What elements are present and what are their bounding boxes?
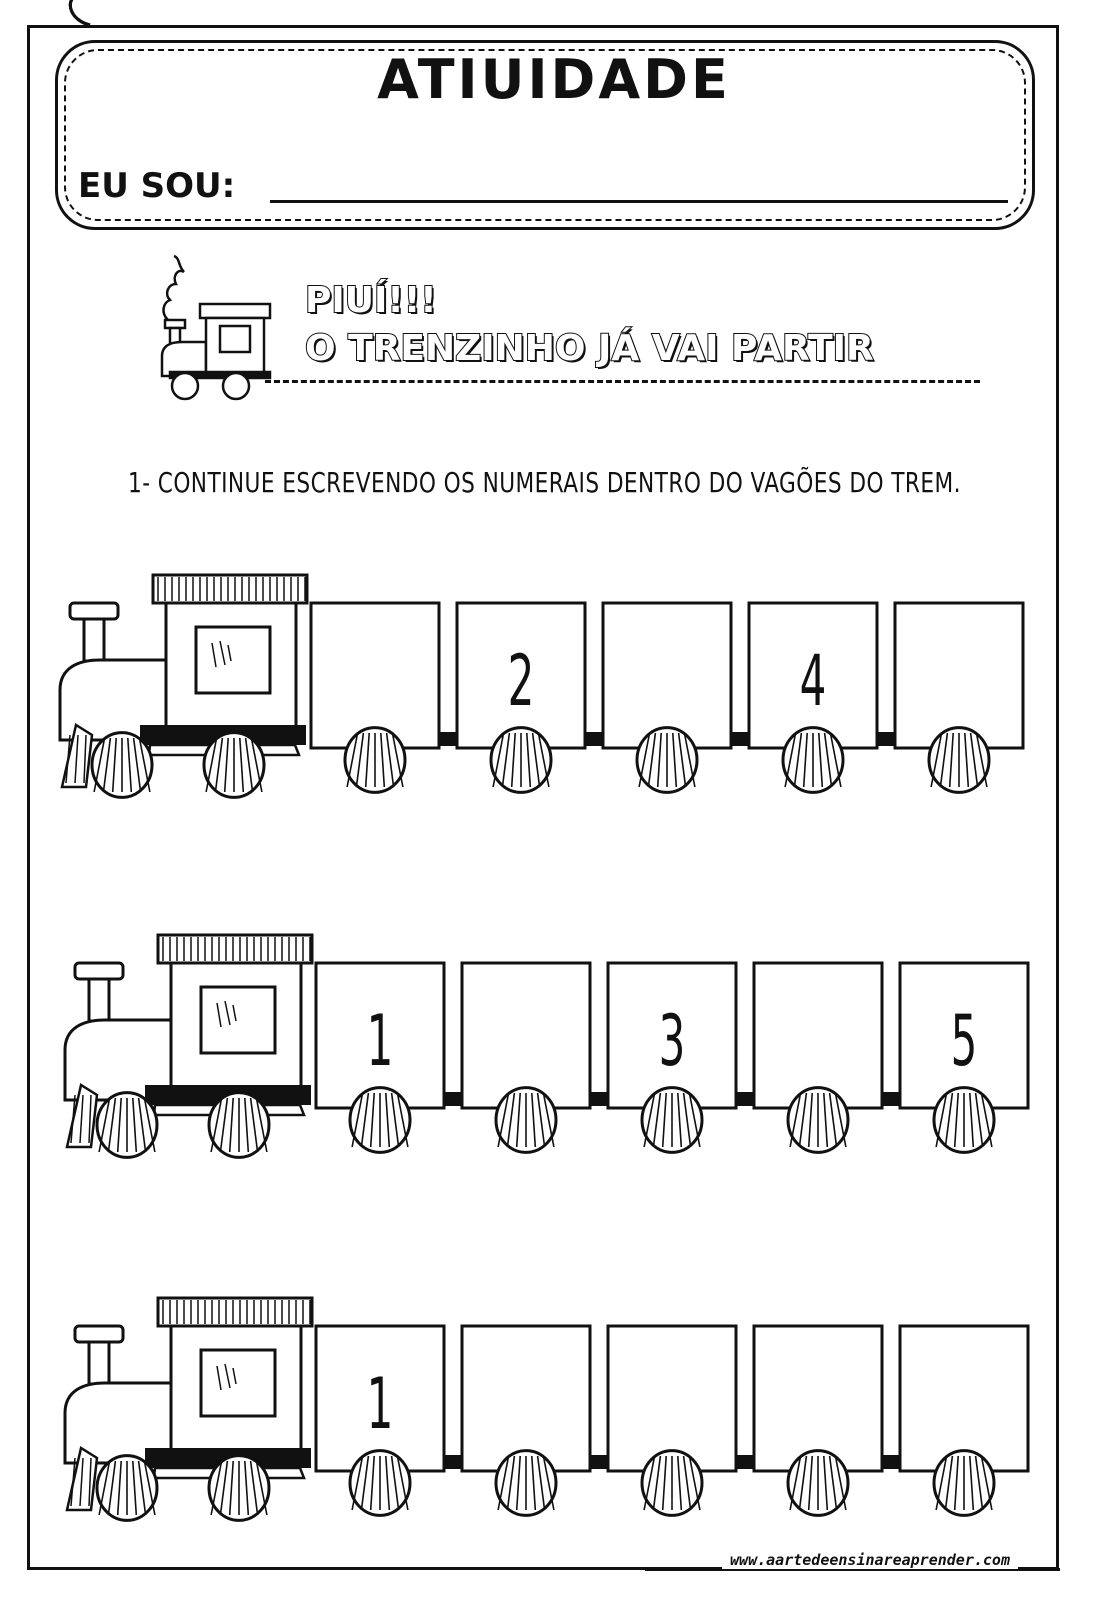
page-border bbox=[27, 25, 1059, 1570]
wagon-3[interactable] bbox=[606, 1324, 738, 1473]
subtitle-dashed-line bbox=[265, 380, 980, 383]
wagon-number: 1 bbox=[367, 1363, 394, 1445]
wagon-number: 5 bbox=[951, 1000, 978, 1082]
wheel-icon bbox=[932, 1086, 996, 1154]
wagon-5[interactable]: 5 bbox=[898, 961, 1030, 1110]
wheel-icon bbox=[95, 1454, 159, 1522]
subtitle-line-2: O TRENZINHO JÁ VAI PARTIR bbox=[304, 327, 875, 370]
wheel-icon bbox=[348, 1449, 412, 1517]
wheel-icon bbox=[786, 1086, 850, 1154]
wagon-2[interactable] bbox=[460, 1324, 592, 1473]
name-write-line[interactable] bbox=[270, 200, 1008, 203]
wagon-4[interactable] bbox=[752, 1324, 884, 1473]
wagon-3[interactable]: 3 bbox=[606, 961, 738, 1110]
wheel-icon bbox=[348, 1086, 412, 1154]
name-label: EU SOU: bbox=[78, 166, 236, 206]
smoke-icon bbox=[68, 0, 91, 27]
subtitle-line-1: PIUÍ!!! bbox=[304, 279, 438, 322]
wheel-icon bbox=[640, 1449, 704, 1517]
wheel-icon bbox=[207, 1091, 271, 1159]
wagon-number: 4 bbox=[800, 640, 827, 722]
wagon-1[interactable] bbox=[309, 601, 441, 750]
wheel-icon bbox=[90, 731, 154, 799]
wheel-icon bbox=[927, 726, 991, 794]
instruction-text: 1- CONTINUE ESCREVENDO OS NUMERAIS DENTR… bbox=[128, 466, 961, 499]
wagon-number: 1 bbox=[367, 1000, 394, 1082]
footer-line bbox=[645, 1568, 1060, 1571]
wheel-icon bbox=[786, 1449, 850, 1517]
wheel-icon bbox=[95, 1091, 159, 1159]
train-2: 1 3 5 bbox=[63, 933, 1030, 1159]
header-box bbox=[55, 40, 1035, 230]
wheel-icon bbox=[640, 1086, 704, 1154]
wagon-5[interactable] bbox=[898, 1324, 1030, 1473]
wheel-icon bbox=[202, 731, 266, 799]
wheel-icon bbox=[494, 1449, 558, 1517]
wheel-icon bbox=[343, 726, 407, 794]
wheel-icon bbox=[207, 1454, 271, 1522]
header-dashed-border bbox=[64, 49, 1026, 221]
train-3: 1 bbox=[63, 1296, 1030, 1522]
wagon-number: 2 bbox=[508, 640, 535, 722]
wagon-number: 3 bbox=[659, 1000, 686, 1082]
footer-url: www.aartedeensinareaprender.com bbox=[722, 1551, 1018, 1569]
wagon-2[interactable]: 2 bbox=[455, 601, 587, 750]
wheel-icon bbox=[635, 726, 699, 794]
wheel-icon bbox=[781, 726, 845, 794]
page-title: ATIUIDADE bbox=[377, 48, 731, 111]
wheel-icon bbox=[932, 1449, 996, 1517]
wagon-4[interactable] bbox=[752, 961, 884, 1110]
wheel-icon bbox=[494, 1086, 558, 1154]
wagon-5[interactable] bbox=[893, 601, 1025, 750]
wheel-icon bbox=[489, 726, 553, 794]
wagon-3[interactable] bbox=[601, 601, 733, 750]
